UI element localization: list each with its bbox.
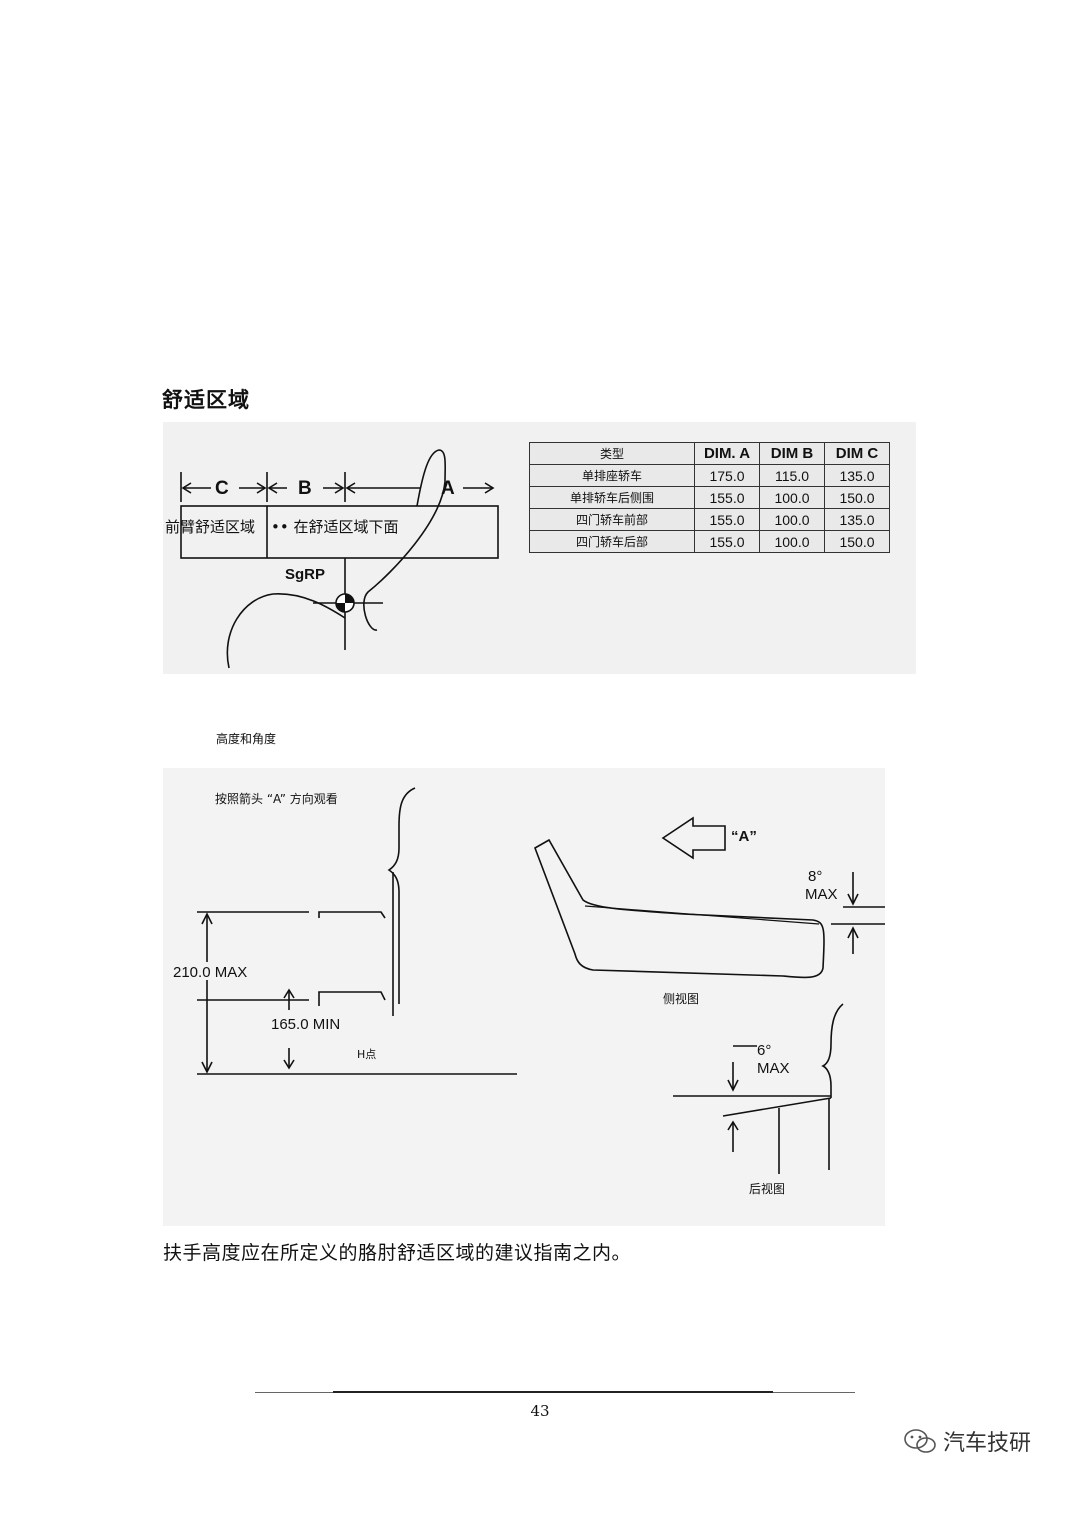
header-type: 类型: [529, 442, 695, 465]
cell-dim-c: 135.0: [824, 508, 890, 531]
footer-rule-dark: [333, 1391, 773, 1393]
table-row: 单排轿车后侧围 155.0 100.0 150.0: [529, 486, 890, 509]
watermark: 汽车技研: [903, 1425, 1031, 1457]
side-view-caption: 侧视图: [663, 992, 700, 1006]
comfort-zone-diagram: [180, 449, 499, 669]
forearm-zone-label: 前臂舒适区域: [165, 518, 256, 536]
rear-angle-max-label: MAX: [757, 1060, 790, 1077]
side-angle-max-label: MAX: [805, 886, 838, 903]
h-point-label: H点: [357, 1048, 377, 1061]
label-c: C: [215, 478, 229, 499]
side-angle-label: 8°: [808, 868, 823, 885]
height-angle-figure: 按照箭头 “A” 方向观看 “A” 210.0 MAX 165.0 MIN H点…: [163, 768, 885, 1226]
table-row: 四门轿车后部 155.0 100.0 150.0: [529, 530, 890, 553]
header-dim-c: DIM C: [824, 442, 890, 465]
cell-dim-c: 150.0: [824, 486, 890, 509]
cell-type: 四门轿车后部: [529, 530, 695, 553]
header-dim-a: DIM. A: [694, 442, 760, 465]
cell-dim-c: 135.0: [824, 464, 890, 487]
max-height-label: 210.0 MAX: [173, 964, 248, 981]
page-number: 43: [530, 1402, 550, 1420]
cell-type: 单排座轿车: [529, 464, 695, 487]
cell-type: 单排轿车后侧围: [529, 486, 695, 509]
section-title: 舒适区域: [162, 388, 250, 412]
cell-dim-a: 155.0: [694, 486, 760, 509]
sgrp-label: SgRP: [285, 566, 326, 583]
cell-dim-b: 100.0: [759, 508, 825, 531]
rear-angle-label: 6°: [757, 1042, 772, 1059]
cell-dim-b: 100.0: [759, 530, 825, 553]
cell-dim-b: 115.0: [759, 464, 825, 487]
dimension-table: 类型 DIM. A DIM B DIM C 单排座轿车 175.0 115.0 …: [529, 442, 890, 553]
cell-dim-a: 175.0: [694, 464, 760, 487]
cell-dim-a: 155.0: [694, 508, 760, 531]
body-text: 扶手高度应在所定义的胳肘舒适区域的建议指南之内。: [163, 1242, 632, 1264]
rear-view-caption: 后视图: [749, 1182, 786, 1196]
height-angle-caption: 高度和角度: [216, 732, 277, 746]
label-b: B: [298, 478, 312, 499]
height-angle-diagram: [197, 787, 885, 1174]
min-height-label: 165.0 MIN: [271, 1016, 341, 1033]
table-row: 四门轿车前部 155.0 100.0 135.0: [529, 508, 890, 531]
below-zone-label: •• 在舒适区域下面: [271, 518, 399, 536]
watermark-text: 汽车技研: [943, 1431, 1032, 1456]
table-row: 单排座轿车 175.0 115.0 135.0: [529, 464, 890, 487]
comfort-zone-figure: C B A 前臂舒适区域 •• 在舒适区域下面 SgRP 类型 DIM. A D…: [163, 422, 916, 674]
arrow-a-label: “A”: [731, 828, 757, 845]
view-direction-note: 按照箭头 “A” 方向观看: [215, 792, 338, 806]
cell-dim-b: 100.0: [759, 486, 825, 509]
cell-dim-a: 155.0: [694, 530, 760, 553]
cell-type: 四门轿车前部: [529, 508, 695, 531]
label-a: A: [441, 478, 455, 499]
header-dim-b: DIM B: [759, 442, 825, 465]
table-header-row: 类型 DIM. A DIM B DIM C: [529, 442, 890, 465]
cell-dim-c: 150.0: [824, 530, 890, 553]
wechat-icon: [904, 1429, 936, 1453]
